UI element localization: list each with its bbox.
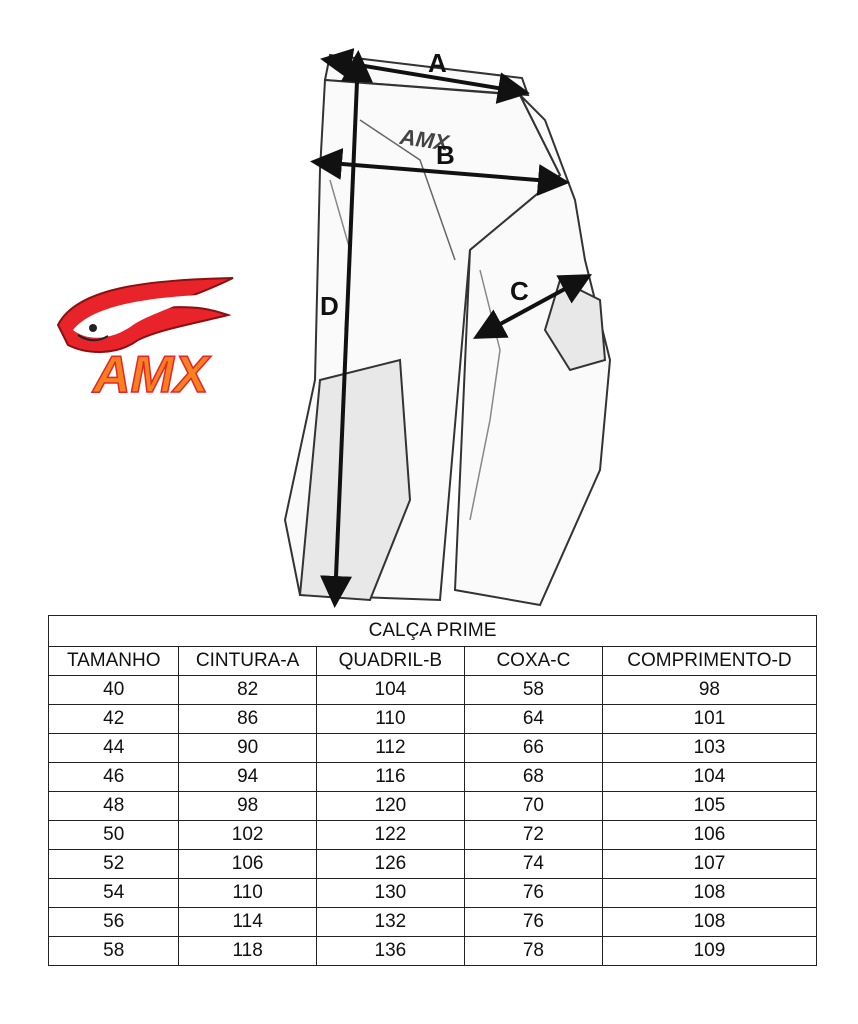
table-cell: 76 — [463, 878, 603, 908]
table-cell: 82 — [178, 675, 317, 705]
bulldog-mascot-icon — [56, 277, 234, 353]
table-cell: 44 — [47, 733, 180, 763]
header-coxa: COXA-C — [463, 646, 603, 676]
table-cell: 98 — [601, 675, 818, 705]
table-cell: 106 — [178, 849, 317, 879]
table-cell: 58 — [463, 675, 603, 705]
header-tamanho: TAMANHO — [47, 646, 180, 676]
table-cell: 108 — [601, 907, 818, 937]
table-cell: 120 — [315, 791, 465, 821]
table-title: CALÇA PRIME — [48, 615, 817, 647]
table-cell: 136 — [315, 936, 465, 966]
table-cell: 114 — [178, 907, 317, 937]
table-cell: 52 — [47, 849, 180, 879]
table-cell: 40 — [47, 675, 180, 705]
table-cell: 126 — [315, 849, 465, 879]
table-cell: 78 — [463, 936, 603, 966]
table-cell: 74 — [463, 849, 603, 879]
table-cell: 105 — [601, 791, 818, 821]
table-cell: 94 — [178, 762, 317, 792]
amx-logo: AMX — [56, 277, 234, 400]
dimension-label-c: C — [510, 276, 529, 306]
table-cell: 104 — [315, 675, 465, 705]
table-cell: 48 — [47, 791, 180, 821]
logo-text: AMX — [91, 346, 212, 400]
table-cell: 58 — [47, 936, 180, 966]
table-cell: 68 — [463, 762, 603, 792]
table-cell: 112 — [315, 733, 465, 763]
table-cell: 109 — [601, 936, 818, 966]
table-cell: 110 — [178, 878, 317, 908]
table-cell: 101 — [601, 704, 818, 734]
table-cell: 103 — [601, 733, 818, 763]
table-cell: 66 — [463, 733, 603, 763]
table-cell: 132 — [315, 907, 465, 937]
table-cell: 64 — [463, 704, 603, 734]
table-cell: 90 — [178, 733, 317, 763]
table-cell: 104 — [601, 762, 818, 792]
table-cell: 130 — [315, 878, 465, 908]
table-cell: 54 — [47, 878, 180, 908]
table-cell: 76 — [463, 907, 603, 937]
table-cell: 72 — [463, 820, 603, 850]
pants-measurement-illustration: AMX A B C D — [283, 48, 612, 608]
measure-arrow-c — [472, 274, 593, 339]
table-cell: 86 — [178, 704, 317, 734]
table-cell: 46 — [47, 762, 180, 792]
header-quadril: QUADRIL-B — [315, 646, 465, 676]
size-table: CALÇA PRIME TAMANHO CINTURA-A QUADRIL-B … — [47, 615, 818, 966]
table-cell: 98 — [178, 791, 317, 821]
table-cell: 102 — [178, 820, 317, 850]
table-cell: 42 — [47, 704, 180, 734]
table-cell: 118 — [178, 936, 317, 966]
table-cell: 107 — [601, 849, 818, 879]
header-cintura: CINTURA-A — [178, 646, 317, 676]
table-cell: 106 — [601, 820, 818, 850]
table-header-row: TAMANHO CINTURA-A QUADRIL-B COXA-C COMPR… — [47, 646, 818, 676]
table-cell: 122 — [315, 820, 465, 850]
table-cell: 56 — [47, 907, 180, 937]
dimension-label-a: A — [428, 48, 447, 78]
measure-arrow-d — [320, 50, 373, 608]
header-comprimento: COMPRIMENTO-D — [601, 646, 818, 676]
table-cell: 50 — [47, 820, 180, 850]
table-cell: 110 — [315, 704, 465, 734]
dimension-label-b: B — [436, 140, 455, 170]
table-cell: 108 — [601, 878, 818, 908]
table-title-row: CALÇA PRIME — [48, 615, 817, 647]
dimension-label-d: D — [320, 291, 339, 321]
table-cell: 70 — [463, 791, 603, 821]
table-cell: 116 — [315, 762, 465, 792]
